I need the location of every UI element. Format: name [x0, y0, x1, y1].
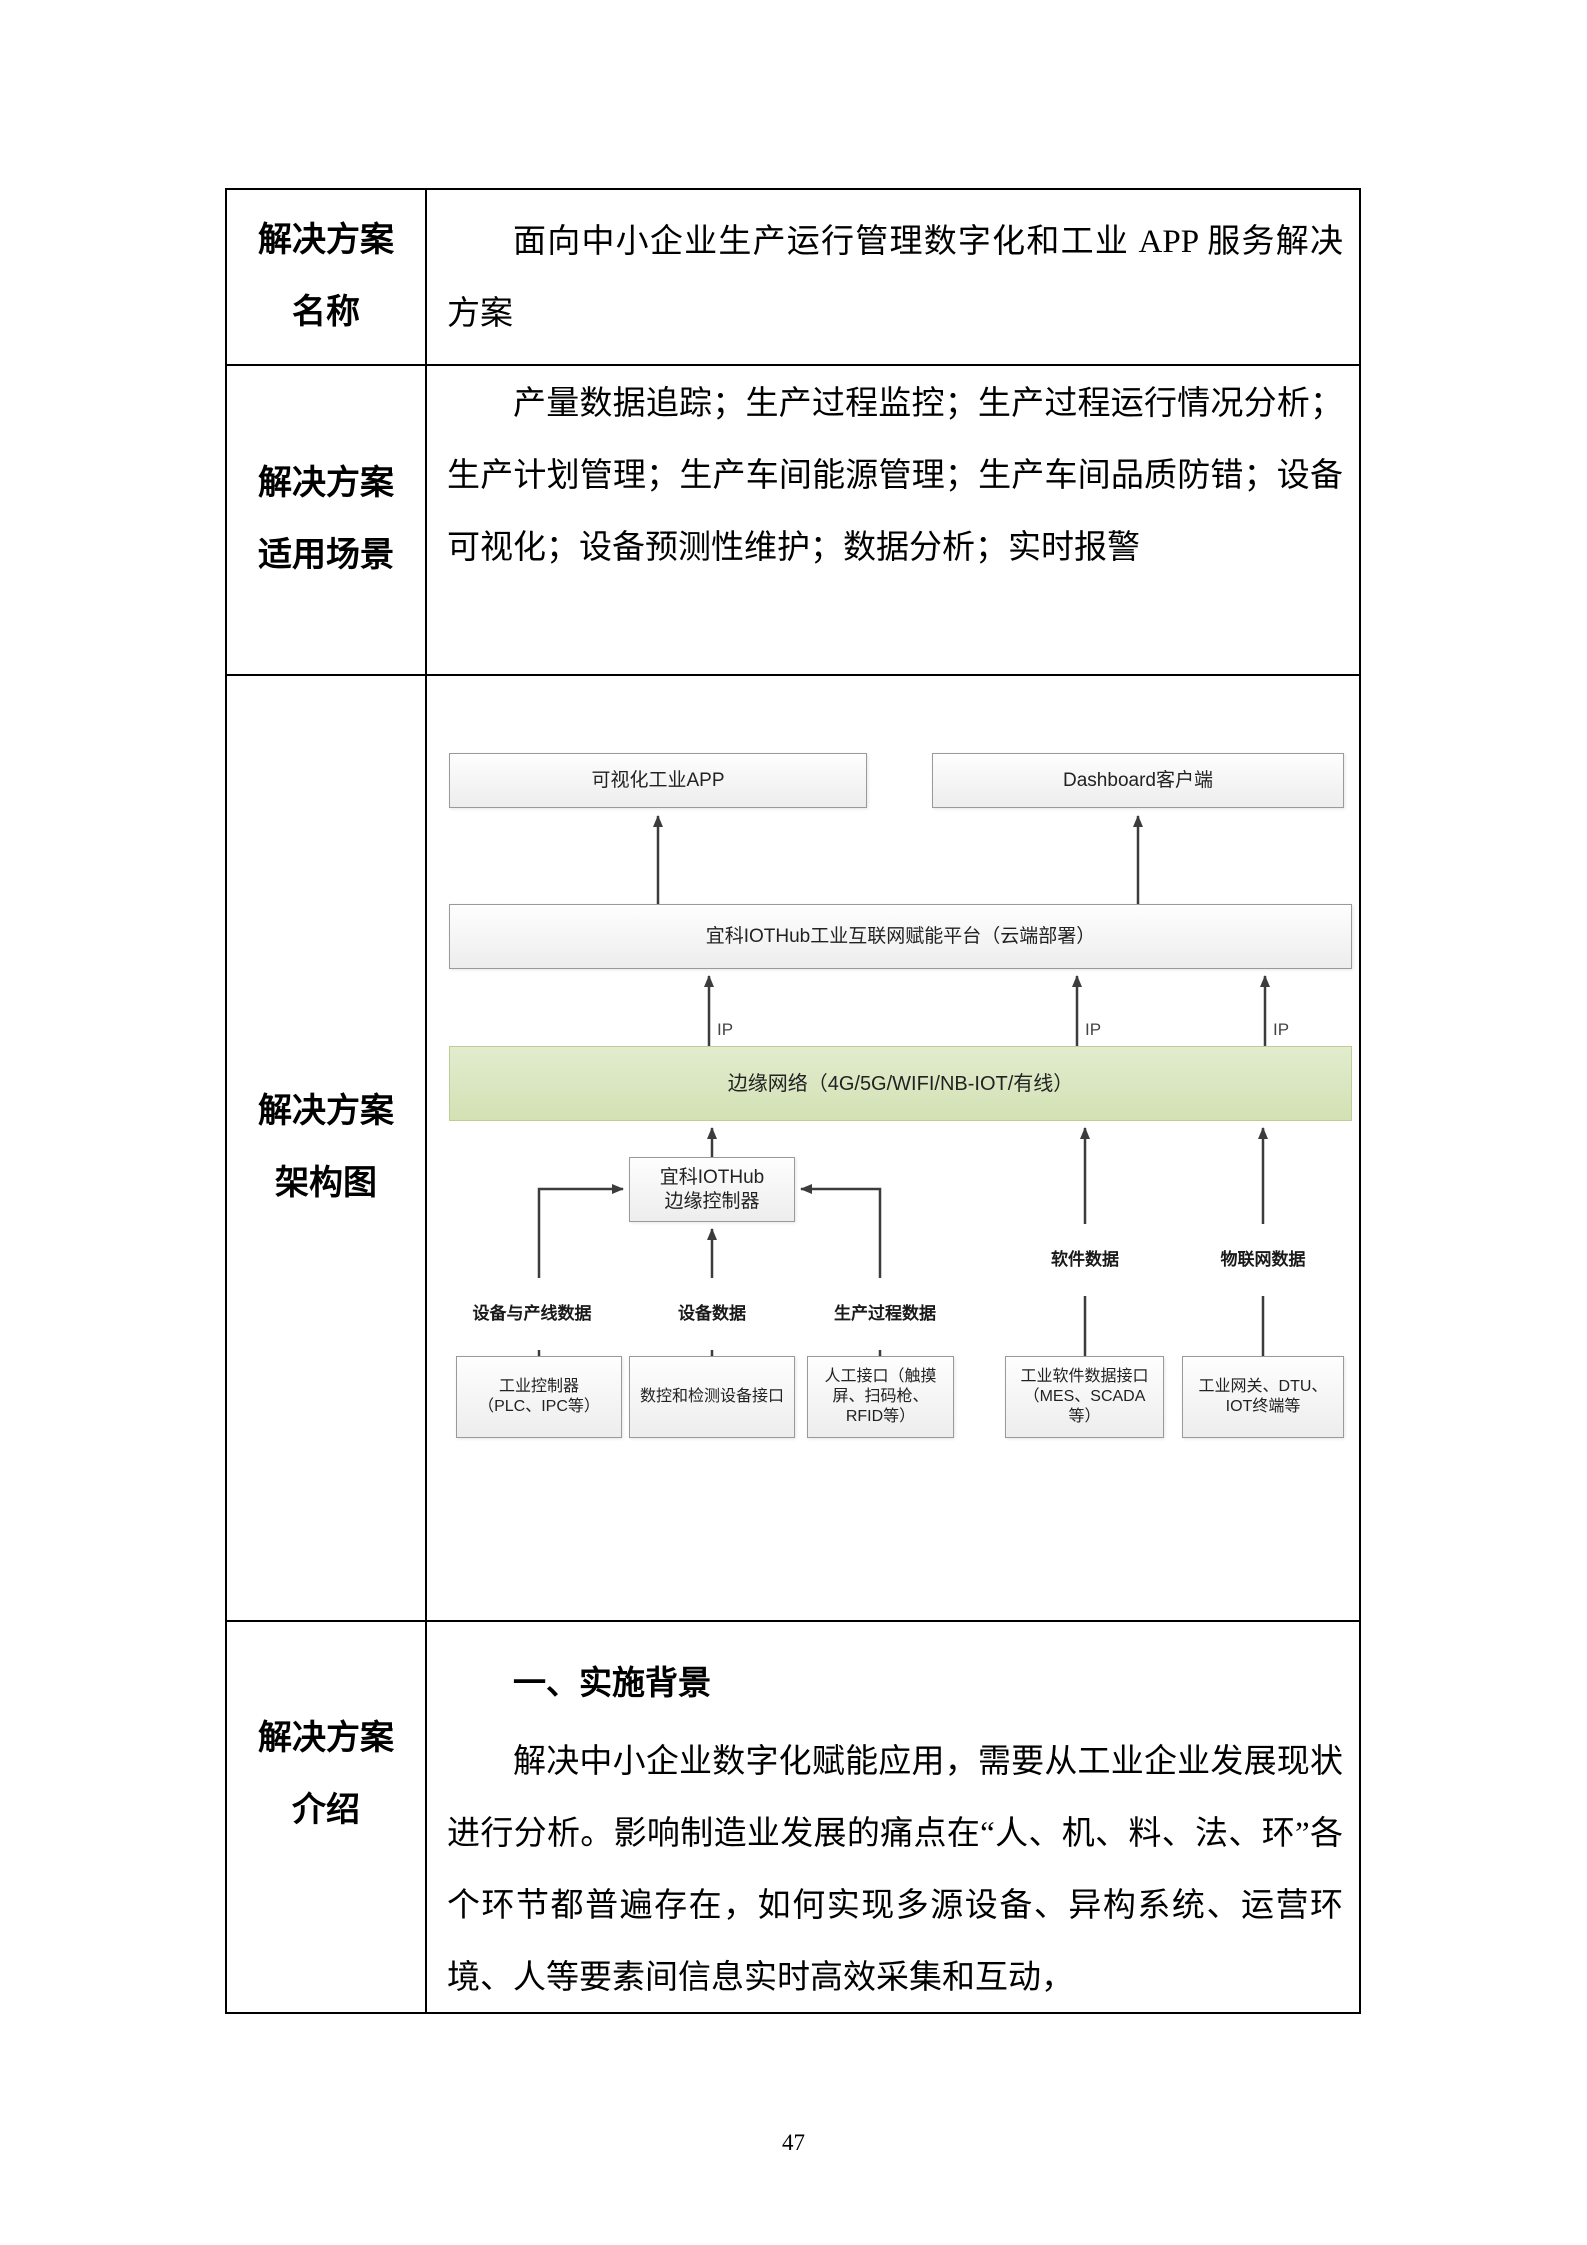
- label-device-data: 设备数据: [675, 1278, 749, 1350]
- diagram-box-industrial-controller: 工业控制器 （PLC、IPC等）: [456, 1356, 622, 1438]
- ip-label: IP: [717, 1020, 734, 1039]
- table-row-name: 解决方案 名称 面向中小企业生产运行管理数字化和工业 APP 服务解决方案: [227, 190, 1359, 366]
- table-row-introduction: 解决方案 介绍 一、实施背景 解决中小企业数字化赋能应用，需要从工业企业发展现状…: [227, 1622, 1359, 2012]
- table-row-scenes: 解决方案 适用场景 产量数据追踪；生产过程监控；生产过程运行情况分析；生产计划管…: [227, 366, 1359, 676]
- row-label-line: 解决方案: [258, 465, 394, 502]
- row-label-architecture: 解决方案 架构图: [227, 676, 427, 1620]
- architecture-diagram: 可视化工业APP Dashboard客户端 宜科IOTHub工业互联网赋能平台（…: [427, 676, 1359, 1620]
- row-label-scenes: 解决方案 适用场景: [227, 366, 427, 674]
- row-label-line: 名称: [292, 294, 360, 331]
- row-content-name: 面向中小企业生产运行管理数字化和工业 APP 服务解决方案: [427, 190, 1359, 364]
- diagram-box-industrial-software-interface: 工业软件数据接口 （MES、SCADA等）: [1005, 1356, 1164, 1438]
- diagram-box-manual-interface: 人工接口（触摸屏、扫码枪、RFID等）: [807, 1356, 954, 1438]
- diagram-box-dashboard-client: Dashboard客户端: [932, 753, 1344, 808]
- ip-label: IP: [1085, 1020, 1102, 1039]
- intro-section-heading: 一、实施背景: [513, 1666, 711, 1702]
- row-content-scenes: 产量数据追踪；生产过程监控；生产过程运行情况分析；生产计划管理；生产车间能源管理…: [427, 366, 1359, 674]
- ip-label: IP: [1273, 1020, 1290, 1039]
- diagram-box-edge-controller: 宜科IOTHub 边缘控制器: [629, 1157, 795, 1222]
- edge-network-label: 边缘网络（4G/5G/WIFI/NB-IOT/有线）: [727, 1072, 1074, 1095]
- diagram-box-iothub-platform: 宜科IOTHub工业互联网赋能平台（云端部署）: [449, 904, 1352, 969]
- label-process-data: 生产过程数据: [831, 1278, 939, 1350]
- row-label-line: 架构图: [275, 1165, 377, 1202]
- edge-controller-line: 宜科IOTHub: [659, 1166, 765, 1188]
- row-label-introduction: 解决方案 介绍: [227, 1622, 427, 2012]
- label-software-data: 软件数据: [1048, 1224, 1122, 1296]
- row-label-line: 介绍: [292, 1792, 360, 1829]
- diagram-box-visual-industrial-app: 可视化工业APP: [449, 753, 867, 808]
- row-label-line: 适用场景: [258, 537, 394, 574]
- diagram-box-industrial-gateway: 工业网关、DTU、IOT终端等: [1182, 1356, 1344, 1438]
- row-label-name: 解决方案 名称: [227, 190, 427, 364]
- row-label-line: 解决方案: [258, 222, 394, 259]
- solution-name-text: 面向中小企业生产运行管理数字化和工业 APP 服务解决方案: [447, 224, 1343, 332]
- diagram-arrows: [537, 815, 1270, 1356]
- diagram-edge-network-bar: 边缘网络（4G/5G/WIFI/NB-IOT/有线）: [449, 1046, 1352, 1121]
- label-iot-data: 物联网数据: [1217, 1224, 1309, 1296]
- row-label-line: 解决方案: [258, 1720, 394, 1757]
- diagram-box-cnc-inspection-interface: 数控和检测设备接口: [629, 1356, 795, 1438]
- solution-scenes-text: 产量数据追踪；生产过程监控；生产过程运行情况分析；生产计划管理；生产车间能源管理…: [447, 386, 1343, 566]
- row-content-introduction: 一、实施背景 解决中小企业数字化赋能应用，需要从工业企业发展现状进行分析。影响制…: [427, 1622, 1359, 2012]
- solution-table: 解决方案 名称 面向中小企业生产运行管理数字化和工业 APP 服务解决方案 解决…: [225, 188, 1361, 2014]
- label-device-line-data: 设备与产线数据: [469, 1278, 595, 1350]
- edge-controller-line: 边缘控制器: [664, 1190, 760, 1212]
- row-label-line: 解决方案: [258, 1093, 394, 1130]
- intro-paragraph: 解决中小企业数字化赋能应用，需要从工业企业发展现状进行分析。影响制造业发展的痛点…: [447, 1744, 1343, 1996]
- table-row-architecture: 解决方案 架构图: [227, 676, 1359, 1622]
- page-number: 47: [782, 2130, 805, 2155]
